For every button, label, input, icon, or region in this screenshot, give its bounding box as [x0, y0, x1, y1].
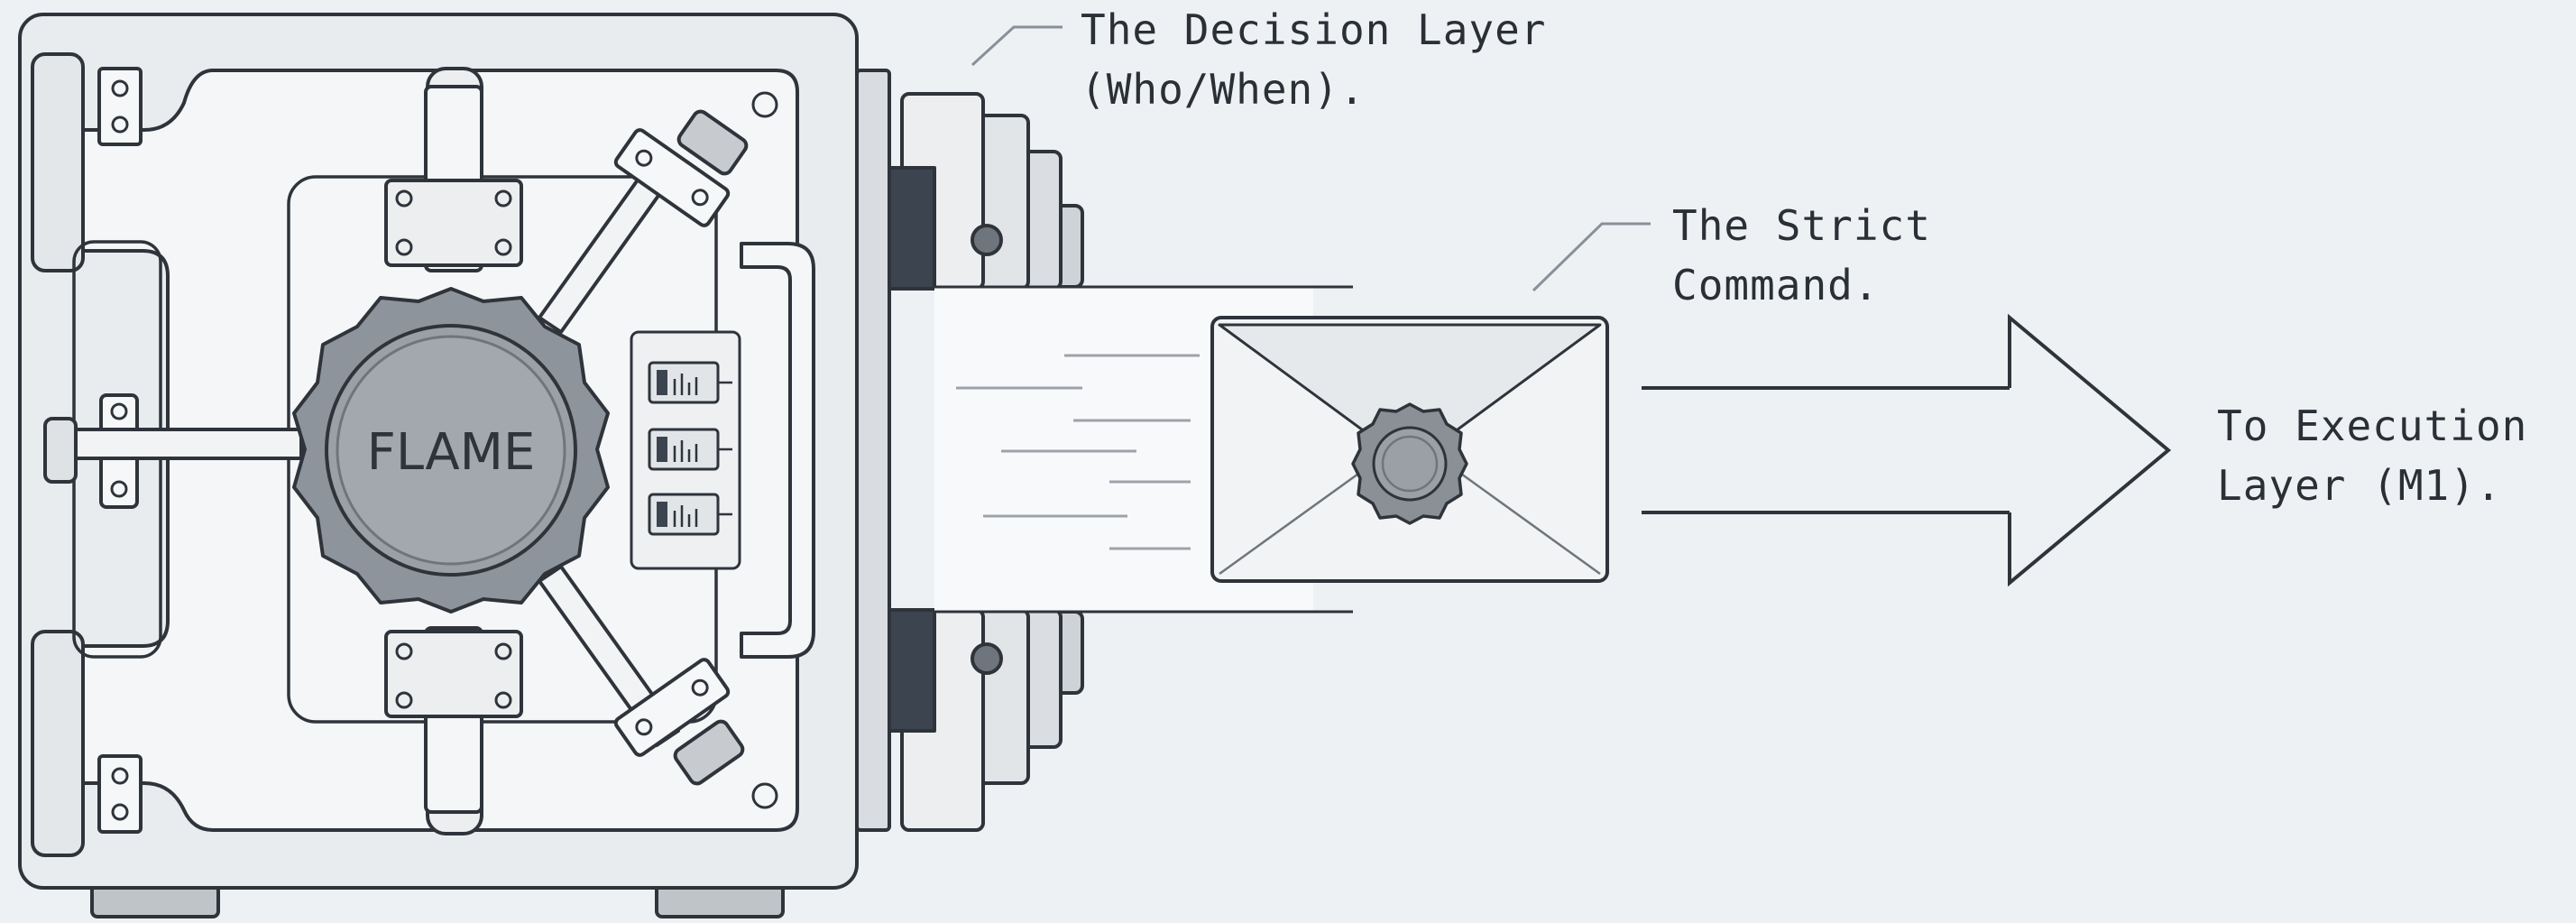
wax-seal-icon [1351, 402, 1468, 525]
vault-handle [740, 242, 815, 659]
vault-bolt-diagonal-top [538, 109, 749, 334]
leader-decision [971, 25, 1063, 67]
vault-bolt-diagonal-bottom [538, 565, 745, 786]
label-decision-layer: The Decision Layer (Who/When). [1081, 0, 1547, 119]
label-strict-command-line1: The Strict [1672, 201, 1931, 250]
vault-hinge-stack [855, 69, 1084, 832]
arrow-right-icon [1642, 313, 2172, 587]
label-execution-layer-line2: Layer (M1). [2217, 461, 2502, 510]
vault-bolt-top [384, 67, 523, 272]
label-strict-command-line2: Command. [1672, 261, 1880, 309]
combination-dial-icon [292, 287, 610, 614]
label-decision-layer-line2: (Who/When). [1081, 65, 1366, 114]
label-strict-command: The Strict Command. [1672, 196, 1931, 315]
vault-bolt-bottom [384, 626, 523, 835]
vault-hinge-plates [97, 67, 143, 834]
label-execution-layer-line1: To Execution [2217, 402, 2528, 450]
vault-bolt-left [43, 393, 303, 509]
label-decision-layer-line1: The Decision Layer [1081, 5, 1547, 54]
vault-gauge-panel [630, 330, 741, 570]
leader-lines [971, 25, 1651, 292]
vault-icon [18, 13, 1084, 918]
label-execution-layer: To Execution Layer (M1). [2217, 396, 2527, 515]
leader-command [1532, 222, 1651, 292]
envelope-icon [1210, 316, 1609, 583]
vault-dial-label: FLAME [367, 423, 536, 482]
